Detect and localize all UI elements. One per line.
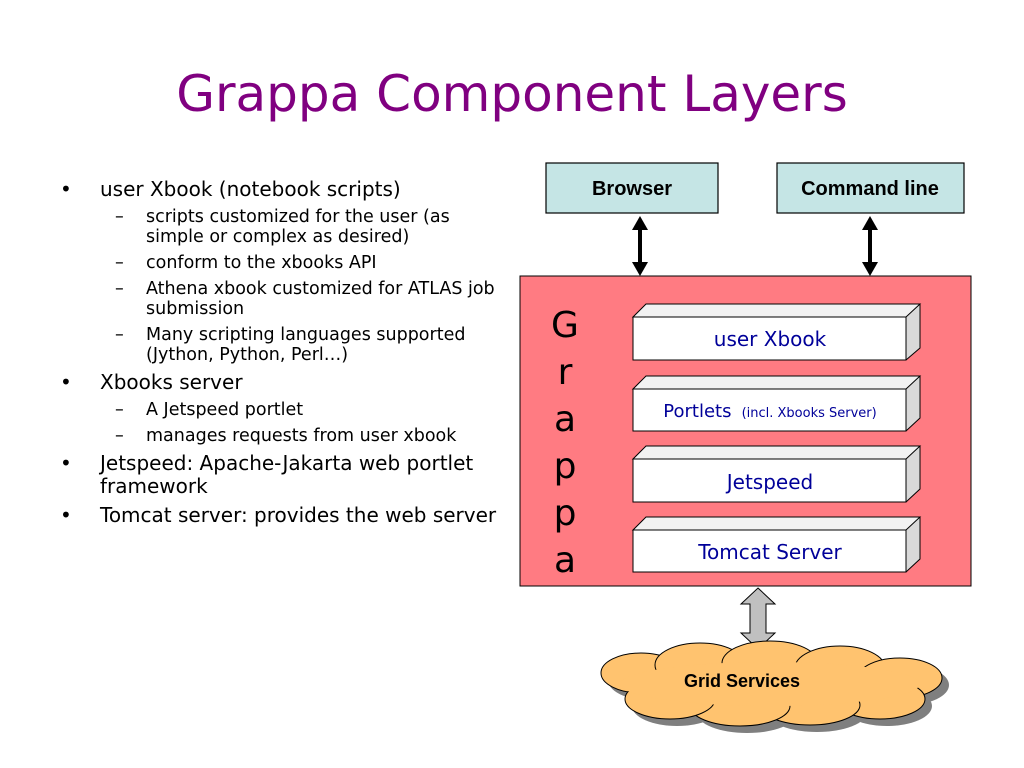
bullet-marker: •	[60, 177, 72, 201]
grappa-letter: a	[553, 540, 577, 581]
layer-portlets: Portlets (incl. Xbooks Server)	[631, 375, 922, 432]
bullet-item: • Tomcat server: provides the web server	[60, 504, 510, 527]
layer-jetspeed: Jetspeed	[631, 445, 922, 503]
layer-label: Portlets (incl. Xbooks Server)	[663, 401, 876, 422]
grid-services-label: Grid Services	[684, 671, 800, 691]
sub-bullet-item: – conform to the xbooks API	[100, 253, 510, 273]
sub-bullet-text: Many scripting languages supported (Jyth…	[146, 325, 466, 365]
bullet-marker: •	[60, 370, 72, 394]
browser-double-arrow	[632, 216, 648, 276]
grappa-letter: a	[553, 399, 577, 440]
sub-bullet-text: A Jetspeed portlet	[146, 400, 304, 420]
sub-bullet-text: Athena xbook customized for ATLAS job su…	[146, 279, 495, 319]
command-line-label: Command line	[801, 178, 939, 200]
bullet-text: Tomcat server: provides the web server	[100, 503, 497, 527]
sub-bullet-text: conform to the xbooks API	[146, 253, 377, 273]
portlets-note-label: (incl. Xbooks Server)	[742, 406, 877, 421]
grappa-letter: r	[557, 352, 573, 393]
browser-box: Browser	[545, 162, 719, 214]
grappa-letter: p	[553, 493, 577, 534]
grid-services-cloud: Grid Services	[600, 640, 949, 733]
sub-bullet-item: – Athena xbook customized for ATLAS job s…	[100, 279, 510, 319]
sub-bullet-list: – A Jetspeed portlet – manages requests fr…	[100, 400, 510, 446]
layer-label: Jetspeed	[725, 470, 813, 494]
bullet-item: • Xbooks server – A Jetspeed portlet – man…	[60, 370, 510, 447]
bullet-item: • Jetspeed: Apache-Jakarta web portlet f…	[60, 452, 510, 498]
slide-title: Grappa Component Layers	[176, 65, 848, 123]
dash-marker: –	[115, 400, 124, 420]
bullet-marker: •	[60, 503, 72, 527]
layer-tomcat-server: Tomcat Server	[631, 516, 922, 573]
grappa-letter: p	[553, 446, 577, 487]
grappa-vertical-label: G r a p p a	[540, 302, 590, 584]
grappa-letter: G	[551, 305, 579, 346]
layer-user-xbook: user Xbook	[631, 303, 922, 361]
bullet-marker: •	[60, 451, 72, 475]
bullet-item: • user Xbook (notebook scripts) – scripts…	[60, 177, 510, 366]
command-line-box: Command line	[776, 162, 965, 214]
sub-bullet-text: manages requests from user xbook	[146, 426, 457, 446]
grid-double-arrow	[739, 587, 777, 650]
sub-bullet-item: – Many scripting languages supported (Jyt…	[100, 325, 510, 365]
sub-bullet-list: – scripts customized for the user (as sim…	[100, 207, 510, 365]
portlets-main-label: Portlets	[663, 401, 731, 422]
bullet-text: user Xbook (notebook scripts)	[100, 177, 401, 201]
layer-label: Tomcat Server	[697, 540, 842, 564]
bullet-text: Jetspeed: Apache-Jakarta web portlet fra…	[100, 451, 474, 498]
command-line-double-arrow	[862, 216, 878, 276]
sub-bullet-item: – manages requests from user xbook	[100, 426, 510, 446]
dash-marker: –	[115, 325, 124, 345]
dash-marker: –	[115, 253, 124, 273]
dash-marker: –	[115, 279, 124, 299]
sub-bullet-text: scripts customized for the user (as simp…	[146, 207, 450, 247]
sub-bullet-item: – scripts customized for the user (as sim…	[100, 207, 510, 247]
browser-label: Browser	[592, 178, 672, 200]
bullet-list: • user Xbook (notebook scripts) – scripts…	[60, 178, 510, 533]
bullet-text: Xbooks server	[100, 370, 243, 394]
dash-marker: –	[115, 426, 124, 446]
sub-bullet-item: – A Jetspeed portlet	[100, 400, 510, 420]
dash-marker: –	[115, 207, 124, 227]
layer-label: user Xbook	[714, 327, 827, 351]
